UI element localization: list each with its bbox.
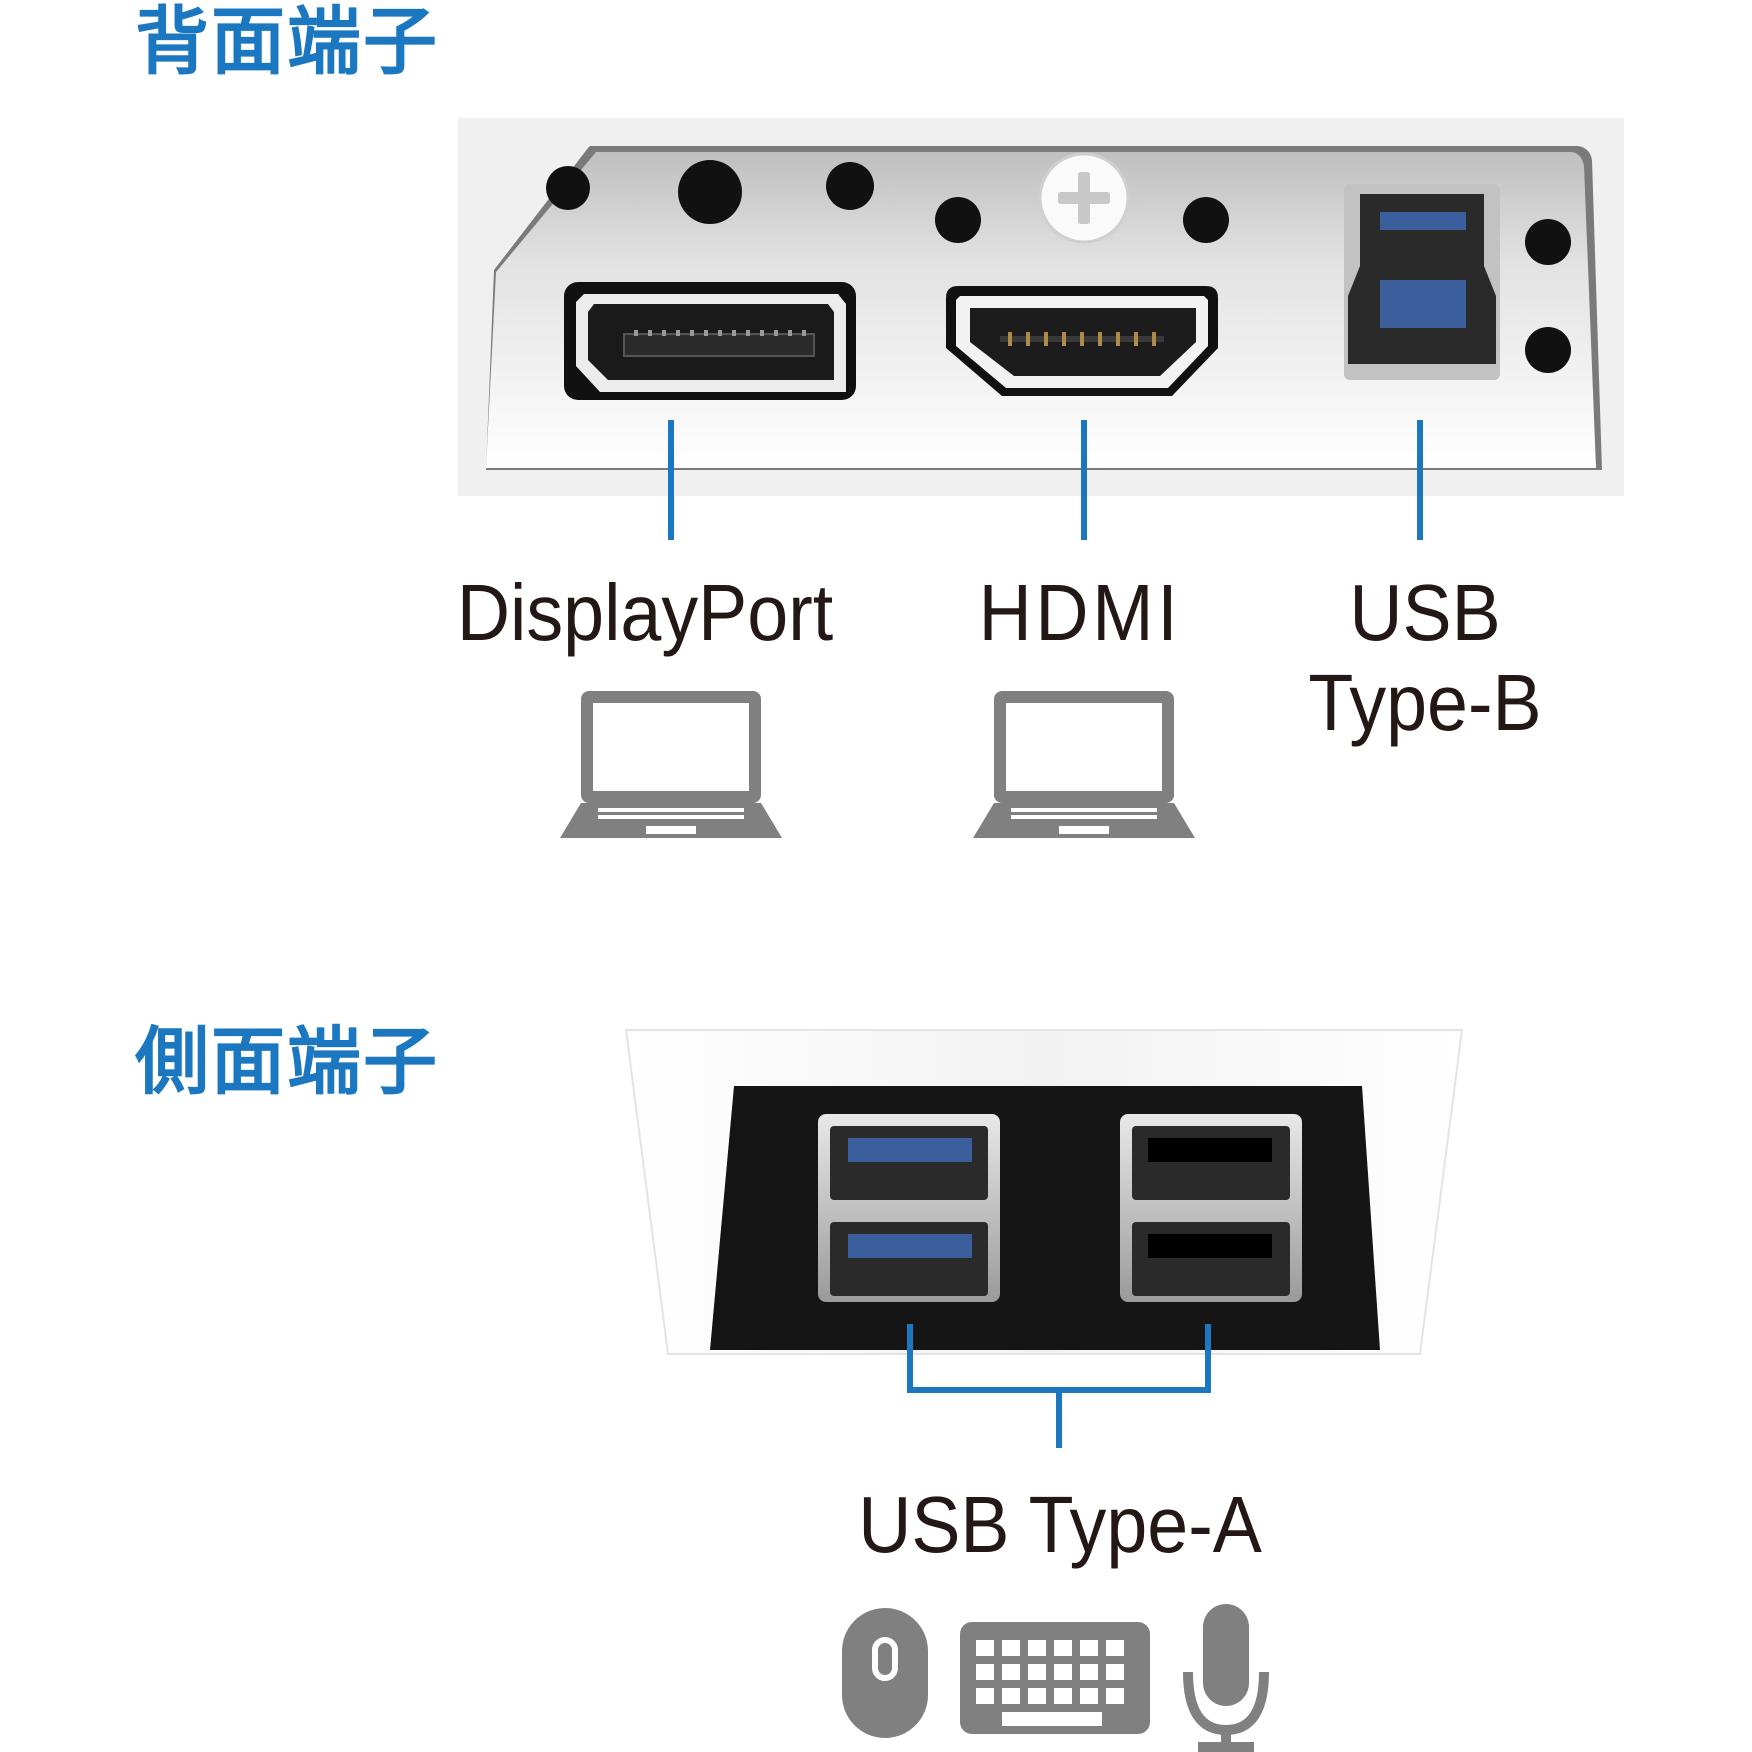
usb-type-b-label-line1: USB: [1349, 568, 1501, 657]
panel-holes: [546, 160, 1571, 373]
side-panel: [624, 1029, 1464, 1355]
rear-terminals-title: 背面端子: [135, 0, 439, 85]
usb-a-port-stack-right: [1120, 1114, 1302, 1302]
rear-leader-lines: [668, 420, 1423, 540]
keyboard-icon: [960, 1622, 1150, 1734]
usb-type-b-connector: [1344, 184, 1500, 380]
usb-a-port-stack-left: [818, 1114, 1000, 1302]
laptop-icon: [973, 691, 1195, 838]
usb-type-a-label: USB Type-A: [858, 1480, 1262, 1569]
rear-panel: [458, 118, 1624, 496]
hdmi-connector: [946, 286, 1218, 396]
side-terminals-title: 側面端子: [135, 1019, 439, 1105]
usb-type-b-label: USB Type-B: [1273, 568, 1577, 748]
usb-a-leader-bracket: [907, 1324, 1211, 1448]
mouse-icon: [842, 1608, 928, 1738]
microphone-icon: [1183, 1604, 1269, 1752]
displayport-connector: [564, 282, 856, 400]
laptop-icon: [560, 691, 782, 838]
usb-type-b-label-line2: Type-B: [1308, 658, 1542, 747]
displayport-label: DisplayPort: [456, 568, 834, 657]
screw-icon: [1038, 152, 1130, 244]
hdmi-label: HDMI: [978, 568, 1182, 657]
